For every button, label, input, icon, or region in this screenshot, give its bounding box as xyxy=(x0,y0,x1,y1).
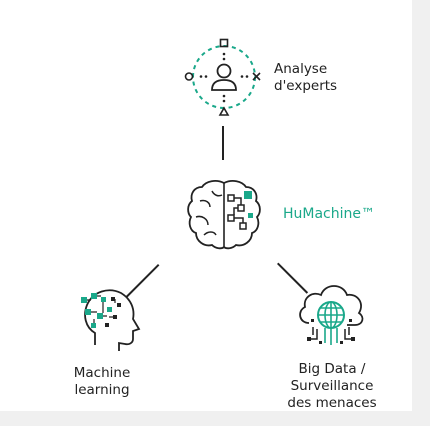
analyst-target-icon xyxy=(184,38,261,116)
ml-label-line2: learning xyxy=(74,382,130,398)
head-circuit-icon xyxy=(81,289,141,351)
right-margin xyxy=(412,0,430,426)
bigdata-label: Big Data / Surveillance des menaces xyxy=(283,361,381,412)
ml-label: Machine learning xyxy=(72,365,132,399)
brain-circuit-icon xyxy=(187,180,261,250)
bottom-margin xyxy=(0,411,430,426)
connector-experts-humachine xyxy=(222,126,224,160)
bigdata-label-line2: Surveillance xyxy=(290,378,374,394)
ml-label-line1: Machine xyxy=(73,365,131,381)
bigdata-label-line3: des menaces xyxy=(287,395,377,411)
cloud-globe-icon xyxy=(299,285,364,345)
experts-label: Analyse d'experts xyxy=(274,61,337,95)
humachine-label: HuMachine™ xyxy=(283,206,376,222)
experts-label-line2: d'experts xyxy=(274,78,338,94)
diagram-canvas: Analyse d'experts HuMachine™ xyxy=(0,0,412,411)
bigdata-label-line1: Big Data / xyxy=(298,361,366,377)
experts-label-line1: Analyse xyxy=(274,61,328,77)
